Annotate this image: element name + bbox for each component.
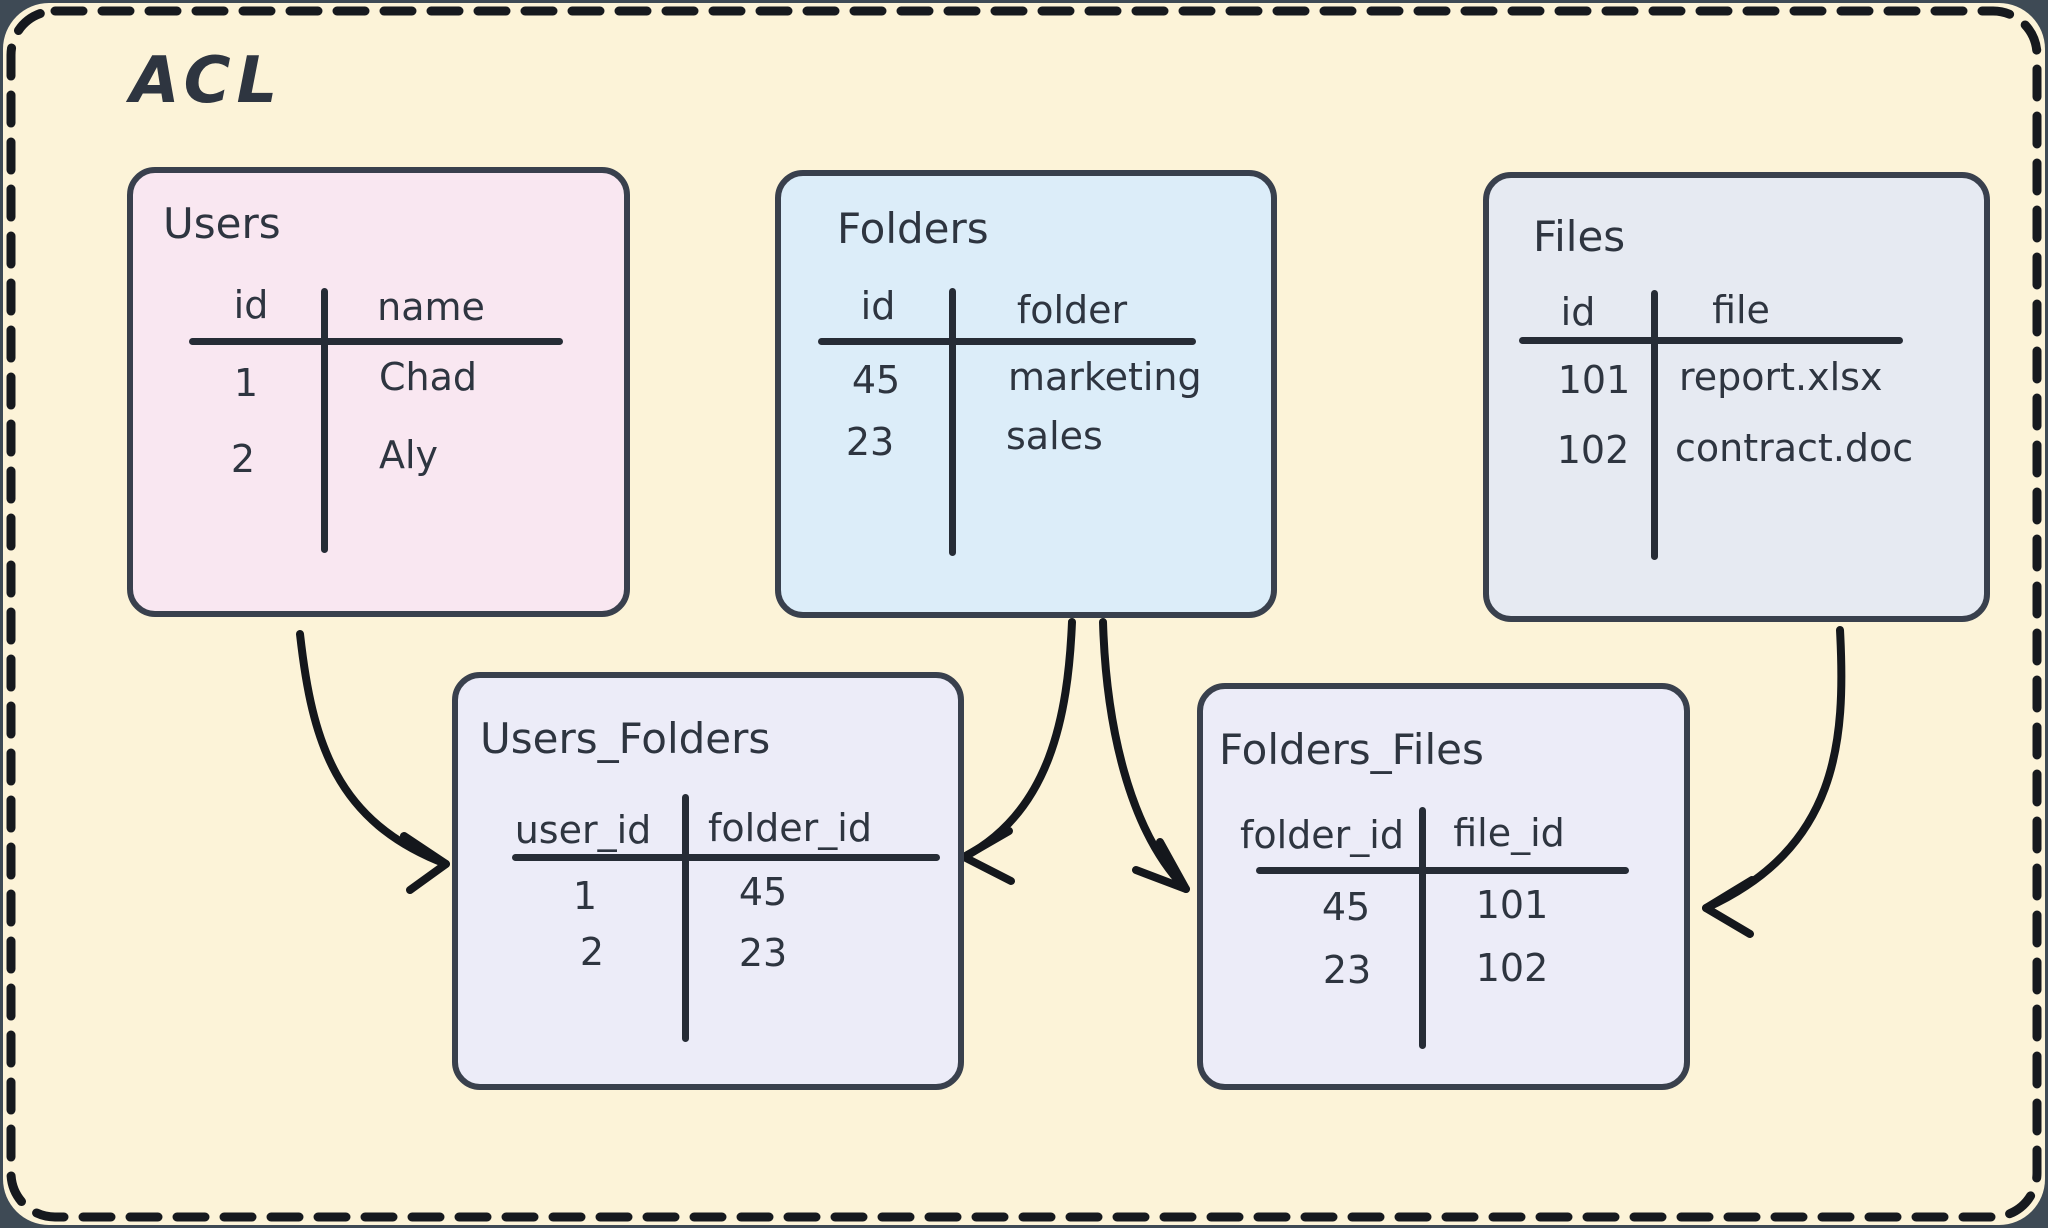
table-title: Folders	[837, 204, 989, 253]
cell-value: 2	[579, 930, 605, 974]
header-divider	[818, 338, 1196, 345]
header-divider	[1256, 867, 1629, 874]
table-box-folders[interactable]: Folders id folder 45 marketing 23 sales	[775, 170, 1277, 618]
table-title: Files	[1533, 212, 1626, 261]
cell-value: marketing	[1008, 355, 1202, 399]
cell-value: 1	[572, 874, 598, 918]
column-header: folder	[1016, 288, 1128, 332]
column-divider	[949, 288, 956, 556]
column-header: name	[377, 285, 485, 329]
table-title: Folders_Files	[1219, 725, 1484, 774]
header-divider	[1519, 337, 1903, 344]
cell-value: 23	[1322, 948, 1372, 992]
column-header: file	[1712, 288, 1770, 332]
cell-value: 45	[738, 870, 788, 914]
diagram-title[interactable]: ACL	[130, 44, 284, 118]
header-divider	[512, 854, 940, 861]
cell-value: 101	[1557, 358, 1631, 402]
table-box-users-folders[interactable]: Users_Folders user_id folder_id 1 45 2 2…	[452, 672, 964, 1090]
column-divider	[682, 794, 689, 1042]
cell-value: contract.doc	[1675, 426, 1914, 470]
cell-value: sales	[1006, 414, 1103, 458]
column-header: id	[233, 283, 269, 327]
cell-value: 23	[738, 931, 788, 975]
column-divider	[1651, 290, 1658, 560]
column-header: id	[1560, 290, 1596, 334]
cell-value: 45	[1321, 885, 1371, 929]
cell-value: Chad	[379, 355, 478, 399]
cell-value: 102	[1475, 946, 1549, 990]
column-divider	[1419, 807, 1426, 1049]
cell-value: Aly	[379, 433, 439, 477]
header-divider	[189, 338, 563, 345]
column-header: id	[860, 284, 896, 328]
cell-value: report.xlsx	[1679, 355, 1883, 399]
table-box-files[interactable]: Files id file 101 report.xlsx 102 contra…	[1483, 172, 1990, 622]
column-header: user_id	[514, 808, 652, 852]
column-divider	[321, 288, 328, 553]
column-header: file_id	[1453, 811, 1565, 855]
cell-value: 101	[1475, 883, 1549, 927]
cell-value: 102	[1556, 428, 1630, 472]
cell-value: 2	[230, 437, 256, 481]
table-title: Users_Folders	[480, 714, 771, 763]
cell-value: 45	[851, 358, 901, 402]
table-title: Users	[163, 199, 281, 248]
column-header: folder_id	[1240, 813, 1404, 857]
cell-value: 1	[233, 361, 259, 405]
column-header: folder_id	[708, 806, 872, 850]
cell-value: 23	[845, 420, 895, 464]
table-box-users[interactable]: Users id name 1 Chad 2 Aly	[127, 167, 630, 617]
table-box-folders-files[interactable]: Folders_Files folder_id file_id 45 101 2…	[1197, 683, 1690, 1090]
